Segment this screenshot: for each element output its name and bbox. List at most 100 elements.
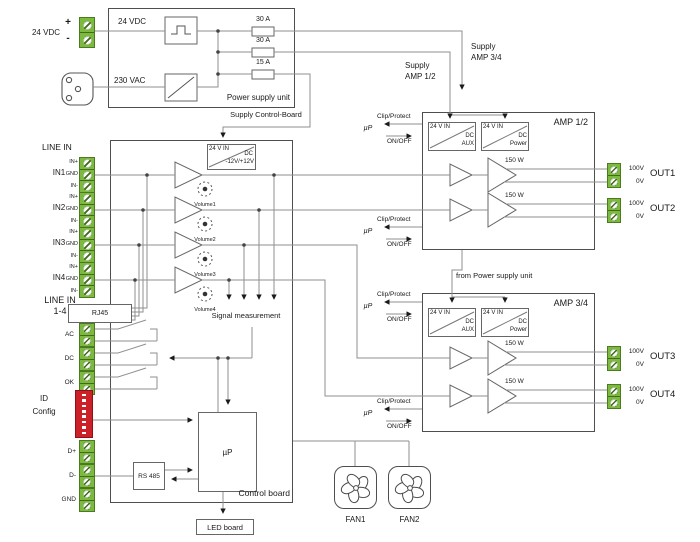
supply-control-board-wire	[220, 73, 311, 138]
rj45-label: RJ45	[91, 310, 109, 317]
in3-pin-minus: IN-	[70, 253, 78, 259]
amp12-bottom-up-label: µP	[363, 228, 373, 235]
rj45-box: RJ45	[68, 304, 132, 323]
fan1-label: FAN1	[345, 515, 366, 524]
led-board-box: LED board	[196, 519, 254, 535]
fuse1-label: 30 A	[255, 16, 270, 23]
ch3-power-label: 150 W	[505, 340, 524, 347]
terminal-cell	[80, 250, 94, 262]
screw-icon	[610, 165, 618, 174]
fuse-30a-1	[251, 26, 275, 37]
screw-icon	[83, 373, 91, 382]
screw-icon	[82, 158, 92, 168]
screw-icon	[82, 263, 92, 273]
gnd-label: GND	[61, 496, 76, 503]
control-board-title: Control board	[238, 488, 290, 498]
dminus-terminal	[79, 464, 95, 488]
dc-input-terminal	[79, 17, 95, 48]
amp34-top-up-label: µP	[363, 303, 373, 310]
ac-relay-label: AC	[64, 331, 74, 338]
volume2-label: Volume2	[194, 237, 216, 243]
volume4-amp-triangle	[174, 266, 204, 294]
fuse-symbols	[251, 26, 275, 80]
screw-icon	[610, 398, 618, 407]
amplifier-triangles	[174, 157, 517, 414]
volume2-knob-icon	[197, 216, 213, 232]
dc-minus-sign: -	[66, 33, 70, 44]
amp12-conv1-dc: DC	[465, 133, 474, 139]
screw-icon	[83, 442, 91, 451]
dc-plus-sign: +	[65, 17, 71, 28]
dc-dc-converter-icon	[164, 16, 198, 45]
fuse2-label: 30 A	[255, 37, 270, 44]
terminal-cell	[80, 215, 94, 227]
signal-measurement-label: Signal measurement	[211, 311, 281, 320]
terminal-cell	[80, 334, 94, 347]
amp12-conv2-power: Power	[509, 141, 527, 147]
screw-icon	[83, 325, 91, 334]
out2-label: OUT2	[650, 203, 676, 214]
up-label: µP	[222, 447, 233, 457]
volume4-label: Volume4	[194, 307, 216, 313]
amp12-title: AMP 1/2	[553, 117, 588, 127]
terminal-cell	[80, 358, 94, 371]
screw-icon	[82, 217, 92, 227]
dc-relay-terminal	[79, 347, 95, 371]
screw-icon	[610, 212, 618, 221]
amp34-conv1-dc: DC	[465, 319, 474, 325]
terminal-cell	[80, 158, 94, 169]
in2-label: IN2	[52, 203, 66, 212]
psu-ac-label: 230 VAC	[114, 76, 146, 85]
in4-pin-gnd: GND	[65, 276, 78, 282]
terminal-cell	[80, 348, 94, 359]
amp34-top-onoff-label: ON/OFF	[387, 316, 412, 323]
in3-label: IN3	[52, 238, 66, 247]
amp12-top-clip-label: Clip/Protect	[377, 113, 411, 120]
terminal-cell	[80, 18, 94, 32]
mains-plug-icon	[61, 72, 94, 106]
screw-icon	[82, 252, 92, 262]
in1-pin-gnd: GND	[65, 171, 78, 177]
out4-0v-label: 0V	[636, 399, 644, 406]
terminal-cell	[608, 210, 620, 222]
ok-relay-label: OK	[64, 379, 74, 386]
in2-pin-minus: IN-	[70, 218, 78, 224]
screw-icon	[82, 35, 92, 45]
dip-dot	[82, 399, 86, 402]
gnd-terminal	[79, 488, 95, 512]
terminal-cell	[80, 285, 94, 297]
psu-title: Power supply unit	[226, 93, 290, 102]
fan2-icon	[394, 473, 424, 503]
amp34-conv2-in: 24 V IN	[483, 310, 504, 316]
screw-icon	[610, 348, 618, 357]
terminal-cell	[80, 451, 94, 464]
out1-0v-label: 0V	[636, 178, 644, 185]
out3-100v-label: 100V	[628, 348, 644, 355]
screw-icon	[610, 177, 618, 186]
line-in-footer-2: 1-4	[53, 306, 67, 316]
in1-label: IN1	[52, 168, 66, 177]
terminal-cell	[80, 489, 94, 500]
screw-icon	[82, 20, 92, 30]
terminal-cell	[608, 164, 620, 175]
ch3-preamp-triangle	[449, 346, 474, 370]
terminal-cell	[608, 347, 620, 358]
screw-icon	[82, 205, 92, 215]
terminal-cell	[80, 263, 94, 274]
out1-label: OUT1	[650, 168, 676, 179]
volume2-amp-triangle	[174, 196, 204, 224]
amp12-top-up-label: µP	[363, 125, 373, 132]
in2-pin-plus: IN+	[69, 194, 78, 200]
volume1-label: Volume1	[194, 202, 216, 208]
out3-terminal	[607, 346, 621, 371]
screw-icon	[83, 360, 91, 369]
fan1-box	[334, 466, 377, 509]
supply-control-board-label: Supply Control-Board	[230, 110, 302, 119]
screw-icon	[82, 228, 92, 238]
in2-pin-gnd: GND	[65, 206, 78, 212]
terminal-cell	[80, 32, 94, 47]
amp34-bottom-up-label: µP	[363, 410, 373, 417]
out2-terminal	[607, 198, 621, 223]
supply-amp34-wire	[274, 30, 465, 90]
fan2-label: FAN2	[399, 515, 420, 524]
